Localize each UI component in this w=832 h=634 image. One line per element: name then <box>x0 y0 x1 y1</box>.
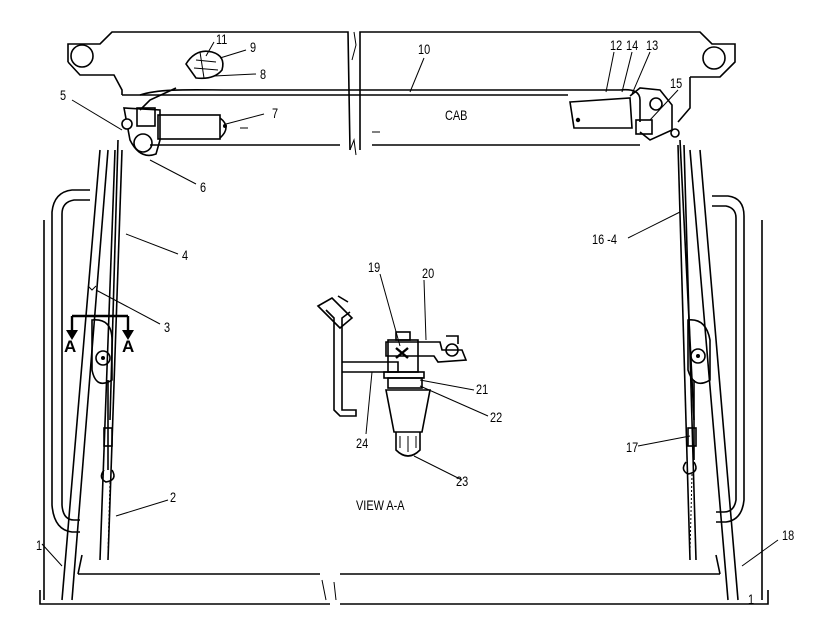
callout-19: 19 <box>368 259 381 275</box>
wiper-cable-roof <box>139 88 620 96</box>
section-marker-a-a <box>66 314 134 340</box>
callout-14: 14 <box>626 37 639 53</box>
callout-16: 16 -4 <box>592 231 617 247</box>
leader-lines <box>41 41 779 567</box>
callout-22: 22 <box>490 409 503 425</box>
left-wiper-arm <box>87 139 119 553</box>
callout-1-right: 1 <box>748 591 755 607</box>
callout-8: 8 <box>260 66 267 82</box>
callout-10: 10 <box>418 41 431 57</box>
callout-24: 24 <box>356 435 369 451</box>
callout-11: 11 <box>216 31 228 47</box>
callout-17: 17 <box>626 439 639 455</box>
right-wiper-arm <box>679 139 711 553</box>
callout-20: 20 <box>422 265 435 281</box>
callout-1-left: 1 <box>36 537 43 553</box>
callout-6: 6 <box>200 179 207 195</box>
callout-9: 9 <box>250 39 257 55</box>
cab-roof-frame <box>67 31 736 156</box>
cab-label: CAB <box>445 107 468 123</box>
callout-23: 23 <box>456 473 469 489</box>
callout-21: 21 <box>476 381 489 397</box>
right-door-frame <box>321 144 769 605</box>
callout-15: 15 <box>670 75 683 91</box>
section-label-a-left: A <box>64 337 77 356</box>
callout-3: 3 <box>164 319 171 335</box>
callout-5: 5 <box>60 87 67 103</box>
callout-7: 7 <box>272 105 279 121</box>
callout-13: 13 <box>646 37 659 53</box>
callout-2: 2 <box>170 489 177 505</box>
callout-18: 18 <box>782 527 795 543</box>
right-wiper-motor <box>569 87 680 141</box>
section-label-a-right: A <box>122 337 135 356</box>
left-door-frame <box>39 149 330 605</box>
left-wiper-motor <box>121 50 227 157</box>
callout-4: 4 <box>182 247 189 263</box>
view-a-a-detail <box>316 295 468 457</box>
view-a-a-label: VIEW A-A <box>356 497 405 513</box>
callout-12: 12 <box>610 37 623 53</box>
